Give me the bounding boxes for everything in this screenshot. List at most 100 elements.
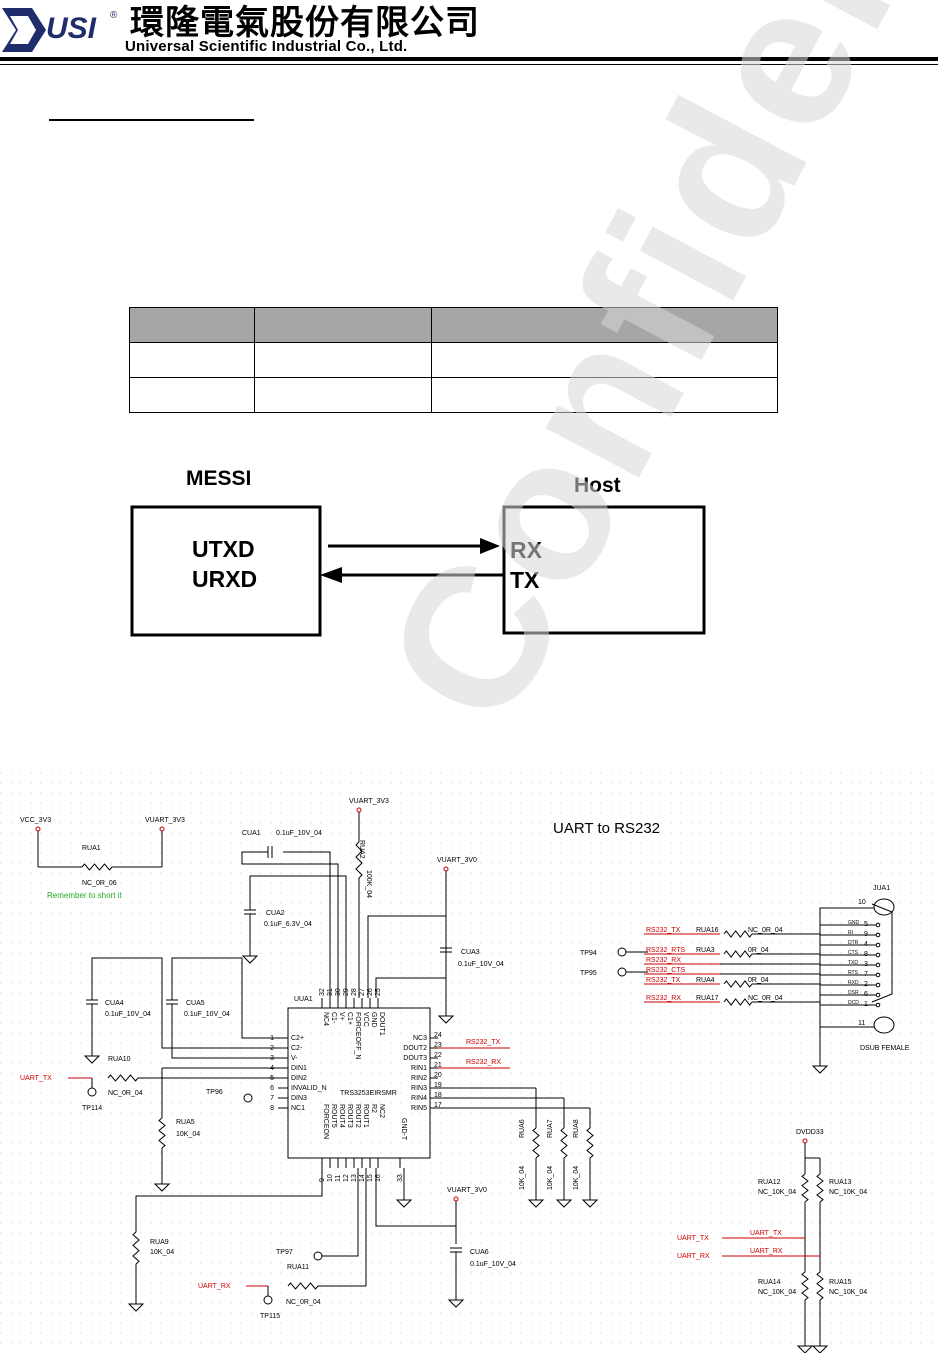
ground-icon <box>811 1345 829 1353</box>
schematic-label: C1+ <box>346 1012 353 1025</box>
test-point-icon <box>313 1251 323 1261</box>
schematic-label: 23 <box>434 1042 442 1049</box>
schematic-label: RUA9 <box>150 1239 169 1246</box>
schematic-label: 0.1uF_10V_04 <box>470 1261 516 1268</box>
schematic-label: DTR <box>848 940 859 946</box>
host-title: Host <box>574 474 621 497</box>
table-cell <box>431 377 778 413</box>
schematic-label: C2- <box>291 1045 303 1052</box>
schematic-label: DIN2 <box>291 1075 307 1082</box>
ground-icon <box>437 1015 455 1024</box>
schematic-label: 30 <box>335 988 342 996</box>
schematic-label: 5 <box>270 1075 274 1082</box>
company-name-en: Universal Scientific Industrial Co., Ltd… <box>125 38 408 55</box>
resistor-icon <box>287 1282 319 1290</box>
ground-icon <box>127 1303 145 1312</box>
table-cell <box>254 342 432 378</box>
messi-title: MESSI <box>186 467 251 490</box>
messi-box <box>130 505 322 637</box>
schematic-label: 14 <box>359 1174 366 1182</box>
schematic-label: 16 <box>375 1174 382 1182</box>
schematic-note: Remember to short it <box>47 891 122 900</box>
logo-text: USI <box>46 12 97 45</box>
schematic-label: RIN2 <box>411 1075 427 1082</box>
header-rule-thin <box>0 64 938 65</box>
schematic-label: 15 <box>367 1174 374 1182</box>
resistor-icon <box>723 930 753 938</box>
schematic-label: RUA2 <box>358 840 365 859</box>
uart-block-diagram: MESSI UTXD URXD Host RX TX <box>130 467 706 637</box>
schematic-label: 33 <box>397 1174 404 1182</box>
schematic-label: CUA1 <box>242 830 261 837</box>
schematic-label: TP95 <box>580 970 597 977</box>
schematic-label: DVDD33 <box>796 1129 824 1136</box>
messi-pin-utxd: UTXD <box>192 536 255 562</box>
schematic-label: CUA6 <box>470 1249 489 1256</box>
schematic-label: 7 <box>864 971 868 978</box>
schematic-label: FORCEOFF_N <box>354 1012 361 1059</box>
resistor-icon <box>723 998 753 1006</box>
schematic-label: 4 <box>864 941 868 948</box>
schematic-label: 6 <box>864 991 868 998</box>
schematic-label: RUA16 <box>696 927 719 934</box>
schematic-label: NC_10K_04 <box>758 1189 796 1196</box>
schematic-label: 19 <box>434 1082 442 1089</box>
schematic-label: JUA1 <box>873 885 890 892</box>
resistor-icon <box>723 980 753 988</box>
schematic-label: RIN5 <box>411 1105 427 1112</box>
schematic-label: 24 <box>434 1032 442 1039</box>
schematic-label: 32 <box>319 988 326 996</box>
schematic-label: ROUT1 <box>362 1104 369 1128</box>
resistor-icon <box>81 863 113 871</box>
schematic-label: 10 <box>858 899 866 906</box>
table-header-row <box>129 307 778 343</box>
svg-text:®: ® <box>110 10 118 21</box>
table-row <box>129 377 778 413</box>
schematic-label: 0.1uF_10V_04 <box>276 830 322 837</box>
table-cell <box>254 377 432 413</box>
schematic-label: 3 <box>864 961 868 968</box>
resistor-icon <box>816 1271 824 1301</box>
schematic-label: RS232_TX <box>646 927 681 934</box>
schematic-label: RUA7 <box>547 1119 554 1138</box>
schematic-label: NC_10K_04 <box>758 1289 796 1296</box>
schematic-label: 8 <box>270 1105 274 1112</box>
ground-icon <box>581 1199 599 1208</box>
schematic-label: GND <box>848 920 860 926</box>
schematic-label: TP114 <box>82 1105 102 1112</box>
schematic-label: 0.1uF_10V_04 <box>184 1011 230 1018</box>
resistor-icon <box>801 1173 809 1203</box>
schematic-label: CUA3 <box>461 949 480 956</box>
schematic-label: 2 <box>864 981 868 988</box>
schematic-label: NC4 <box>322 1012 329 1026</box>
schematic-label: 10K_04 <box>573 1166 580 1190</box>
table-header-cell <box>254 307 432 343</box>
schematic-label: NC_0R_04 <box>748 927 783 934</box>
schematic-label: UART_TX <box>20 1075 52 1082</box>
resistor-icon <box>723 950 753 958</box>
schematic-label: DOUT3 <box>403 1055 427 1062</box>
resistor-icon <box>801 1271 809 1301</box>
schematic-label: CUA5 <box>186 1000 205 1007</box>
schematic-label: FORCEON <box>322 1104 329 1139</box>
schematic-label: NC_0R_06 <box>82 880 117 887</box>
schematic-label: ROUT4 <box>338 1104 345 1128</box>
schematic-label: 0R_04 <box>748 947 769 954</box>
resistor-icon <box>816 1173 824 1203</box>
schematic-label: UART_TX <box>750 1230 782 1237</box>
table-cell <box>431 342 778 378</box>
ground-icon <box>796 1345 814 1353</box>
schematic-label: RUA13 <box>829 1179 852 1186</box>
schematic-label: UART_RX <box>677 1253 710 1260</box>
ic-body <box>287 1007 431 1159</box>
schematic-label: RIN1 <box>411 1065 427 1072</box>
schematic-label: RUA3 <box>696 947 715 954</box>
schematic-label: TP94 <box>580 950 597 957</box>
schematic-label: 0.1uF_10V_04 <box>105 1011 151 1018</box>
table-cell <box>129 377 255 413</box>
schematic-label: NC_0R_04 <box>286 1299 321 1306</box>
schematic-label: 21 <box>434 1062 442 1069</box>
schematic-label: 22 <box>434 1052 442 1059</box>
schematic-label: UART_RX <box>750 1248 783 1255</box>
schematic-label: 10K_04 <box>150 1249 174 1256</box>
